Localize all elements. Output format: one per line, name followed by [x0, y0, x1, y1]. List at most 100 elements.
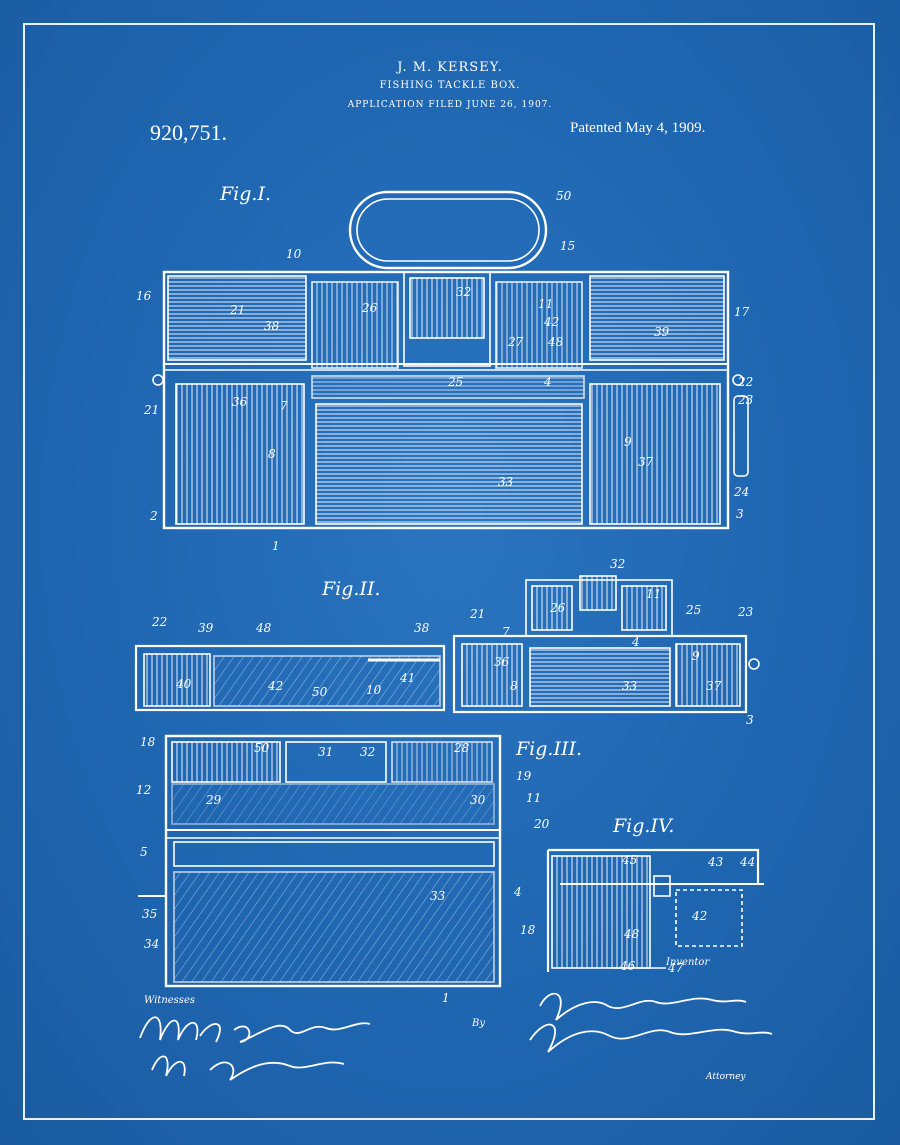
patent-date: Patented May 4, 1909. [570, 120, 706, 136]
main-tray [315, 403, 583, 525]
svg-text:42: 42 [543, 315, 559, 329]
svg-text:9: 9 [692, 649, 700, 663]
svg-text:33: 33 [430, 889, 446, 903]
svg-text:5: 5 [140, 845, 148, 859]
svg-text:11: 11 [538, 297, 553, 311]
svg-text:36: 36 [494, 655, 510, 669]
svg-text:38: 38 [264, 319, 280, 333]
svg-text:45: 45 [621, 853, 637, 867]
svg-text:1: 1 [272, 539, 280, 553]
svg-text:27: 27 [507, 335, 524, 349]
svg-text:39: 39 [198, 621, 214, 635]
center-box [403, 271, 491, 367]
attorney-label: Attorney [706, 1072, 746, 1082]
figure-4-drawing [546, 848, 764, 972]
witnesses-label: Witnesses [144, 995, 195, 1006]
svg-text:3: 3 [736, 507, 744, 521]
right-compartment-upper [589, 275, 725, 361]
handle-outer [348, 190, 548, 270]
svg-text:50: 50 [254, 741, 270, 755]
svg-text:32: 32 [456, 285, 471, 299]
svg-text:4: 4 [543, 375, 552, 389]
figure-2-drawing [134, 575, 760, 714]
figure-2-label: Fig.II. [322, 578, 381, 600]
lid-tray-outline [134, 644, 446, 712]
center-box-fill [409, 277, 485, 339]
svg-text:15: 15 [560, 239, 575, 253]
svg-text:29: 29 [205, 793, 222, 807]
svg-text:18: 18 [520, 923, 536, 937]
svg-text:18: 18 [140, 735, 156, 749]
svg-text:11: 11 [646, 587, 661, 601]
svg-text:40: 40 [175, 677, 192, 691]
svg-text:33: 33 [622, 679, 638, 693]
svg-text:16: 16 [136, 289, 152, 303]
figure-3-drawing [138, 734, 502, 988]
by-label: By [472, 1018, 485, 1029]
svg-text:21: 21 [229, 303, 245, 317]
center-left-compartment [311, 281, 399, 369]
svg-text:43: 43 [707, 855, 724, 869]
svg-text:1: 1 [442, 991, 450, 1005]
svg-text:20: 20 [533, 817, 550, 831]
svg-text:8: 8 [268, 447, 276, 461]
application-filed-date: APPLICATION FILED JUNE 26, 1907. [347, 100, 553, 110]
center-right-compartment [495, 281, 583, 369]
svg-text:41: 41 [399, 671, 415, 685]
svg-text:48: 48 [547, 335, 564, 349]
svg-text:22: 22 [737, 375, 753, 389]
invention-title: FISHING TACKLE BOX. [379, 80, 521, 91]
svg-text:28: 28 [453, 741, 470, 755]
svg-text:32: 32 [360, 745, 375, 759]
svg-text:47: 47 [667, 961, 684, 975]
figure-4-label: Fig.IV. [613, 815, 675, 837]
svg-text:48: 48 [255, 621, 272, 635]
svg-text:3: 3 [746, 713, 754, 727]
handle-inner [356, 198, 540, 262]
svg-text:23: 23 [737, 605, 754, 619]
side-latch [733, 395, 749, 477]
sheet-border [23, 23, 875, 1120]
svg-text:44: 44 [739, 855, 755, 869]
svg-text:9: 9 [624, 435, 632, 449]
svg-text:7: 7 [280, 399, 288, 413]
svg-text:38: 38 [414, 621, 430, 635]
svg-text:19: 19 [516, 769, 532, 783]
svg-text:26: 26 [549, 601, 566, 615]
svg-text:50: 50 [312, 685, 328, 699]
svg-text:32: 32 [610, 557, 625, 571]
left-compartment-upper [167, 275, 307, 361]
inventor-label: Inventor [666, 957, 710, 968]
witness-signatures [139, 1016, 371, 1081]
box-section-outline [164, 734, 502, 988]
left-lower-compartment [175, 383, 305, 525]
inventor-name: J. M. KERSEY. [397, 60, 503, 75]
svg-text:2: 2 [149, 509, 158, 523]
svg-text:31: 31 [318, 745, 333, 759]
svg-text:34: 34 [144, 937, 159, 951]
svg-text:22: 22 [151, 615, 167, 629]
svg-text:11: 11 [526, 791, 541, 805]
svg-text:10: 10 [366, 683, 382, 697]
svg-text:10: 10 [286, 247, 302, 261]
svg-text:25: 25 [447, 375, 463, 389]
figure-1-label: Fig.I. [220, 183, 272, 205]
svg-text:37: 37 [638, 455, 654, 469]
svg-text:33: 33 [498, 475, 514, 489]
svg-text:4: 4 [631, 635, 640, 649]
figure-3-label: Fig.III. [516, 738, 583, 760]
svg-text:42: 42 [267, 679, 283, 693]
svg-text:21: 21 [469, 607, 485, 621]
svg-text:26: 26 [361, 301, 378, 315]
svg-text:24: 24 [733, 485, 749, 499]
svg-text:35: 35 [142, 907, 157, 921]
svg-text:39: 39 [654, 325, 670, 339]
svg-text:48: 48 [623, 927, 640, 941]
svg-text:50: 50 [556, 189, 572, 203]
figure-1-drawing [152, 190, 749, 530]
inventor-signatures [529, 992, 773, 1053]
svg-text:7: 7 [502, 625, 510, 639]
